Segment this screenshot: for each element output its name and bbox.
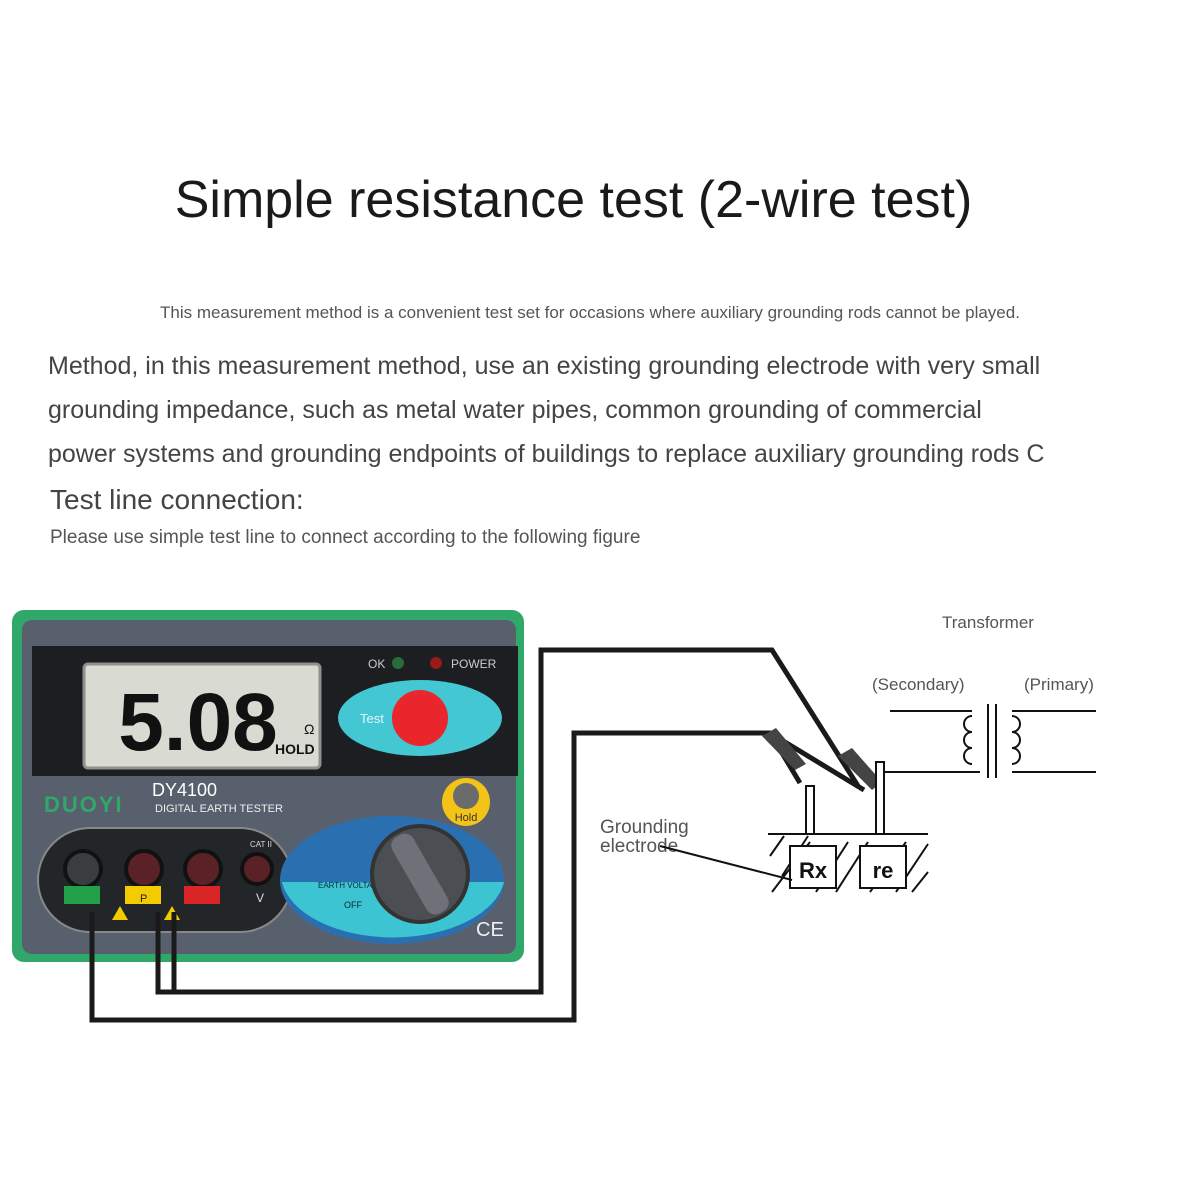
alligator-clip-icon (762, 728, 806, 770)
dial-pointer (391, 833, 449, 915)
ce-mark: CE (476, 919, 504, 941)
intro-text: This measurement method is a convenient … (160, 303, 1020, 322)
re-rod (875, 761, 885, 835)
brand-logo: DUOYI (44, 792, 124, 817)
secondary-coil (963, 715, 973, 765)
terminal-c-jack[interactable] (183, 849, 223, 889)
power-label: POWER (451, 657, 497, 671)
transformer-symbol: Transformer (Secondary) (Primary) (872, 613, 1096, 778)
lcd-screen (82, 662, 322, 770)
terminal-p-label: P (140, 893, 147, 905)
lcd-reading: 5.08 (118, 677, 278, 768)
terminal-e-jack[interactable] (63, 849, 103, 889)
ground-schematic: Rx re Grounding electrode (600, 761, 980, 893)
dial-off-label: OFF (344, 900, 362, 910)
transformer-label: Transformer (942, 613, 1034, 632)
rx-label: Rx (799, 858, 828, 883)
hold-button[interactable] (453, 783, 479, 809)
re-label: re (873, 858, 894, 883)
terminal-p-marker (125, 886, 161, 904)
grounding-label-line2: electrode (600, 836, 678, 857)
rx-rod (805, 785, 815, 835)
lcd-unit: Ω (304, 721, 314, 737)
primary-coil (1011, 715, 1021, 765)
connection-note: Please use simple test line to connect a… (50, 527, 641, 548)
grounding-pointer (659, 845, 793, 881)
terminal-v-jack[interactable] (240, 852, 274, 886)
rx-box (789, 845, 837, 889)
re-box (859, 845, 907, 889)
ok-label: OK (368, 657, 385, 671)
terminal-v-label: V (256, 891, 264, 905)
terminal-p-jack[interactable] (124, 849, 164, 889)
hold-button-label: Hold (455, 812, 478, 824)
cat-label: CAT II (250, 840, 272, 849)
ok-led-icon (392, 657, 404, 669)
terminal-e-marker (64, 886, 100, 904)
alligator-clip-icon (838, 748, 882, 790)
primary-label: (Primary) (1024, 675, 1094, 694)
method-paragraph: Method, in this measurement method, use … (48, 344, 1158, 476)
method-line: grounding impedance, such as metal water… (48, 396, 982, 424)
lead-wire-inner (155, 647, 861, 995)
model-label: DY4100 (152, 780, 217, 800)
wiring-diagram: 5.08 Ω HOLD OK POWER Test DUOYI DY4100 D… (12, 610, 1096, 1023)
test-button[interactable] (392, 690, 448, 746)
grounding-label-line1: Grounding (600, 817, 689, 838)
secondary-label: (Secondary) (872, 675, 965, 694)
device-subtitle: DIGITAL EARTH TESTER (155, 803, 283, 815)
power-led-icon (430, 657, 442, 669)
method-line: power systems and grounding endpoints of… (48, 440, 1045, 468)
test-label: Test (360, 711, 384, 726)
connection-heading: Test line connection: (50, 484, 304, 515)
terminal-c-marker (184, 886, 220, 904)
method-line: Method, in this measurement method, use … (48, 352, 1041, 380)
page-title: Simple resistance test (2-wire test) (174, 171, 973, 229)
dial-earth-voltage-label: EARTH VOLTAGE (318, 881, 384, 890)
earth-tester-device: 5.08 Ω HOLD OK POWER Test DUOYI DY4100 D… (12, 610, 524, 962)
lcd-hold: HOLD (275, 741, 315, 757)
warning-icon (112, 906, 128, 920)
